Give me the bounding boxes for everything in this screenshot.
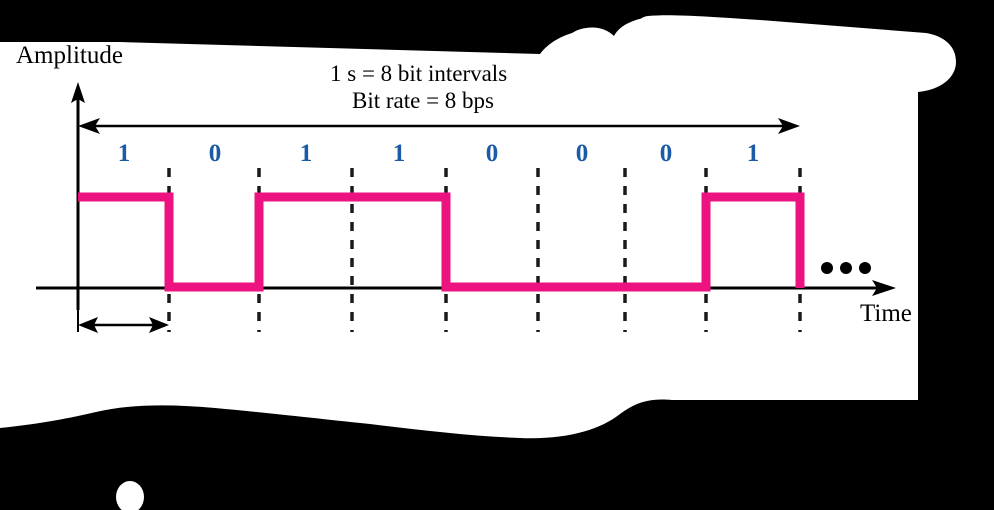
bit-label-5: 0 [485, 140, 499, 167]
y-axis-label: Amplitude [16, 42, 123, 69]
one-second-span-arrow [78, 118, 800, 134]
bit-label-2: 0 [208, 140, 222, 167]
bit-interval-arrow [77, 288, 169, 333]
bit-label-1: 1 [117, 140, 131, 167]
x-axis-label: Time [860, 300, 912, 327]
y-axis [71, 82, 85, 310]
paper-speck [116, 481, 144, 510]
bit-label-6: 0 [575, 140, 589, 167]
signal-waveform [78, 192, 805, 292]
bit-label-3: 1 [299, 140, 313, 167]
bit-label-8: 1 [746, 140, 760, 167]
bit-label-4: 1 [392, 140, 406, 167]
caption-line-1: 1 s = 8 bit intervals [330, 61, 508, 86]
caption-line-2: Bit rate = 8 bps [352, 88, 495, 113]
continuation-dots-icon [821, 262, 871, 274]
bit-label-7: 0 [659, 140, 673, 167]
paper-sheet-shape [0, 15, 956, 439]
